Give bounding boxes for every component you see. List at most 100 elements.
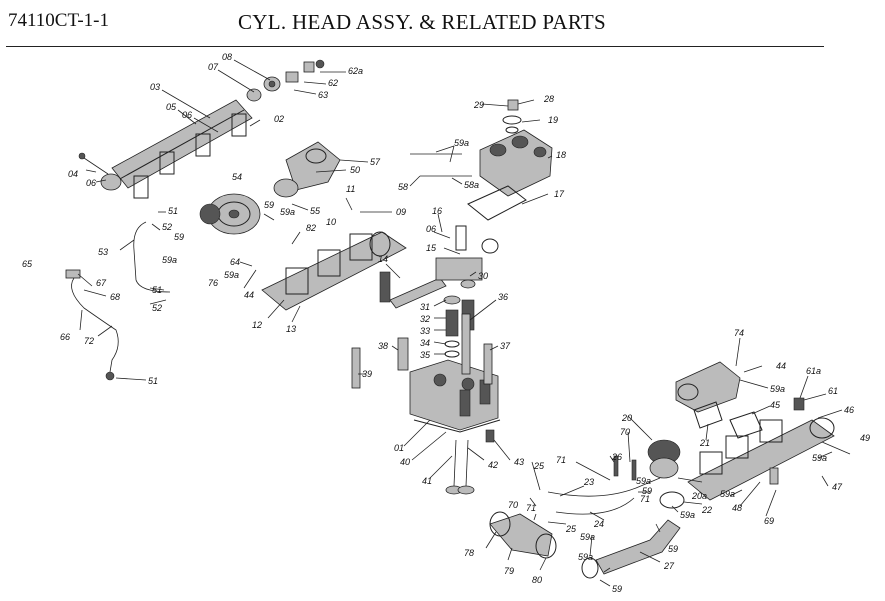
oil-line-53 bbox=[133, 221, 171, 293]
exhaust-manifold bbox=[261, 231, 407, 311]
callout-76: 76 bbox=[208, 278, 218, 288]
callout-04: 04 bbox=[68, 169, 78, 179]
callout-23: 23 bbox=[583, 477, 594, 487]
callout-37: 37 bbox=[500, 341, 511, 351]
callout-10: 10 bbox=[326, 217, 336, 227]
callout-53: 53 bbox=[98, 247, 108, 257]
callout-59a-d: 59a bbox=[454, 138, 469, 148]
valve-cover bbox=[479, 129, 553, 197]
header-rule bbox=[6, 46, 824, 47]
callout-12: 12 bbox=[252, 320, 262, 330]
callout-74: 74 bbox=[734, 328, 744, 338]
leader-lines bbox=[77, 59, 843, 587]
callout-22: 22 bbox=[701, 505, 712, 515]
oil-pipe-66 bbox=[65, 269, 119, 381]
callout-05: 05 bbox=[166, 102, 177, 112]
callout-70-b: 70 bbox=[620, 427, 630, 437]
callout-11: 11 bbox=[346, 184, 355, 194]
valve-36-37 bbox=[461, 313, 493, 385]
callout-17: 17 bbox=[554, 189, 565, 199]
callout-59-e: 59 bbox=[612, 584, 622, 594]
callout-59-a: 59 bbox=[264, 200, 274, 210]
turbocharger bbox=[199, 193, 261, 235]
callout-62a: 62a bbox=[348, 66, 363, 76]
callout-38: 38 bbox=[378, 341, 388, 351]
elbow-78-80 bbox=[489, 511, 557, 559]
callout-33: 33 bbox=[420, 326, 430, 336]
callout-29: 29 bbox=[473, 100, 484, 110]
callout-78: 78 bbox=[464, 548, 474, 558]
callout-63: 63 bbox=[318, 90, 328, 100]
callout-61a: 61a bbox=[806, 366, 821, 376]
diagram-title: CYL. HEAD ASSY. & RELATED PARTS bbox=[238, 10, 607, 34]
head-bolt-38-39 bbox=[351, 337, 409, 389]
callout-25-a: 25 bbox=[533, 461, 545, 471]
callout-43: 43 bbox=[514, 457, 524, 467]
callout-06-a: 06 bbox=[182, 110, 192, 120]
callout-59a-f: 59a bbox=[812, 453, 827, 463]
callout-71-c: 71 bbox=[640, 494, 650, 504]
callout-47: 47 bbox=[832, 482, 843, 492]
callout-39: 39 bbox=[362, 369, 372, 379]
callout-59-b: 59 bbox=[174, 232, 184, 242]
callout-79: 79 bbox=[504, 566, 514, 576]
callout-34: 34 bbox=[420, 338, 430, 348]
callout-27: 27 bbox=[663, 561, 675, 571]
callout-08: 08 bbox=[222, 52, 232, 62]
callout-44-b: 44 bbox=[776, 361, 786, 371]
callout-15: 15 bbox=[426, 243, 437, 253]
callout-59-d: 59 bbox=[668, 544, 678, 554]
callout-46: 46 bbox=[844, 405, 854, 415]
callout-13: 13 bbox=[286, 324, 296, 334]
bolts-58 bbox=[410, 153, 472, 177]
callout-52-b: 52 bbox=[152, 303, 162, 313]
sensor-61 bbox=[793, 397, 805, 411]
callout-16: 16 bbox=[432, 206, 442, 216]
callout-44-a: 44 bbox=[244, 290, 254, 300]
callout-19: 19 bbox=[548, 115, 558, 125]
callout-09: 09 bbox=[396, 207, 406, 217]
callout-80: 80 bbox=[532, 575, 542, 585]
callout-49: 49 bbox=[860, 433, 870, 443]
callout-48: 48 bbox=[732, 503, 742, 513]
callout-59-c: 59 bbox=[642, 486, 652, 496]
callout-66: 66 bbox=[60, 332, 70, 342]
callout-18: 18 bbox=[556, 150, 566, 160]
callout-35: 35 bbox=[420, 350, 431, 360]
callout-45: 45 bbox=[770, 400, 781, 410]
callout-26: 26 bbox=[611, 452, 622, 462]
callout-68: 68 bbox=[110, 292, 120, 302]
lines-23-24 bbox=[547, 477, 661, 515]
callout-59a-k: 59a bbox=[578, 552, 593, 562]
callout-71-a: 71 bbox=[556, 455, 566, 465]
callout-36: 36 bbox=[498, 292, 508, 302]
callout-06-b: 06 bbox=[86, 178, 96, 188]
cylinder-head bbox=[409, 359, 499, 431]
callout-50: 50 bbox=[350, 165, 360, 175]
rocker-shaft bbox=[379, 225, 499, 309]
callout-61: 61 bbox=[828, 386, 838, 396]
callout-55: 55 bbox=[310, 206, 321, 216]
callout-41: 41 bbox=[422, 476, 432, 486]
callout-52-a: 52 bbox=[162, 222, 172, 232]
callout-58: 58 bbox=[398, 182, 408, 192]
callout-54: 54 bbox=[232, 172, 242, 182]
callout-59a-g: 59a bbox=[720, 489, 735, 499]
callout-28: 28 bbox=[543, 94, 554, 104]
valves-41-42 bbox=[445, 429, 495, 495]
callout-03: 03 bbox=[150, 82, 160, 92]
callout-30: 30 bbox=[478, 271, 488, 281]
elbow-74 bbox=[675, 361, 741, 413]
callout-51-b: 51 bbox=[152, 285, 162, 295]
bolt-49 bbox=[821, 441, 851, 455]
callout-31: 31 bbox=[420, 302, 430, 312]
diagram-code: 74110CT-1-1 bbox=[8, 10, 109, 31]
callout-65: 65 bbox=[22, 259, 33, 269]
turbocharger-right bbox=[647, 439, 685, 509]
callout-20: 20 bbox=[621, 413, 632, 423]
callout-labels: 01 02 03 04 05 06 06 06 07 08 09 10 11 1… bbox=[22, 52, 870, 594]
bolts-26-70 bbox=[613, 455, 637, 481]
callout-64: 64 bbox=[230, 257, 240, 267]
callout-59a-j: 59a bbox=[580, 532, 595, 542]
valve-cover-gasket bbox=[467, 185, 527, 221]
